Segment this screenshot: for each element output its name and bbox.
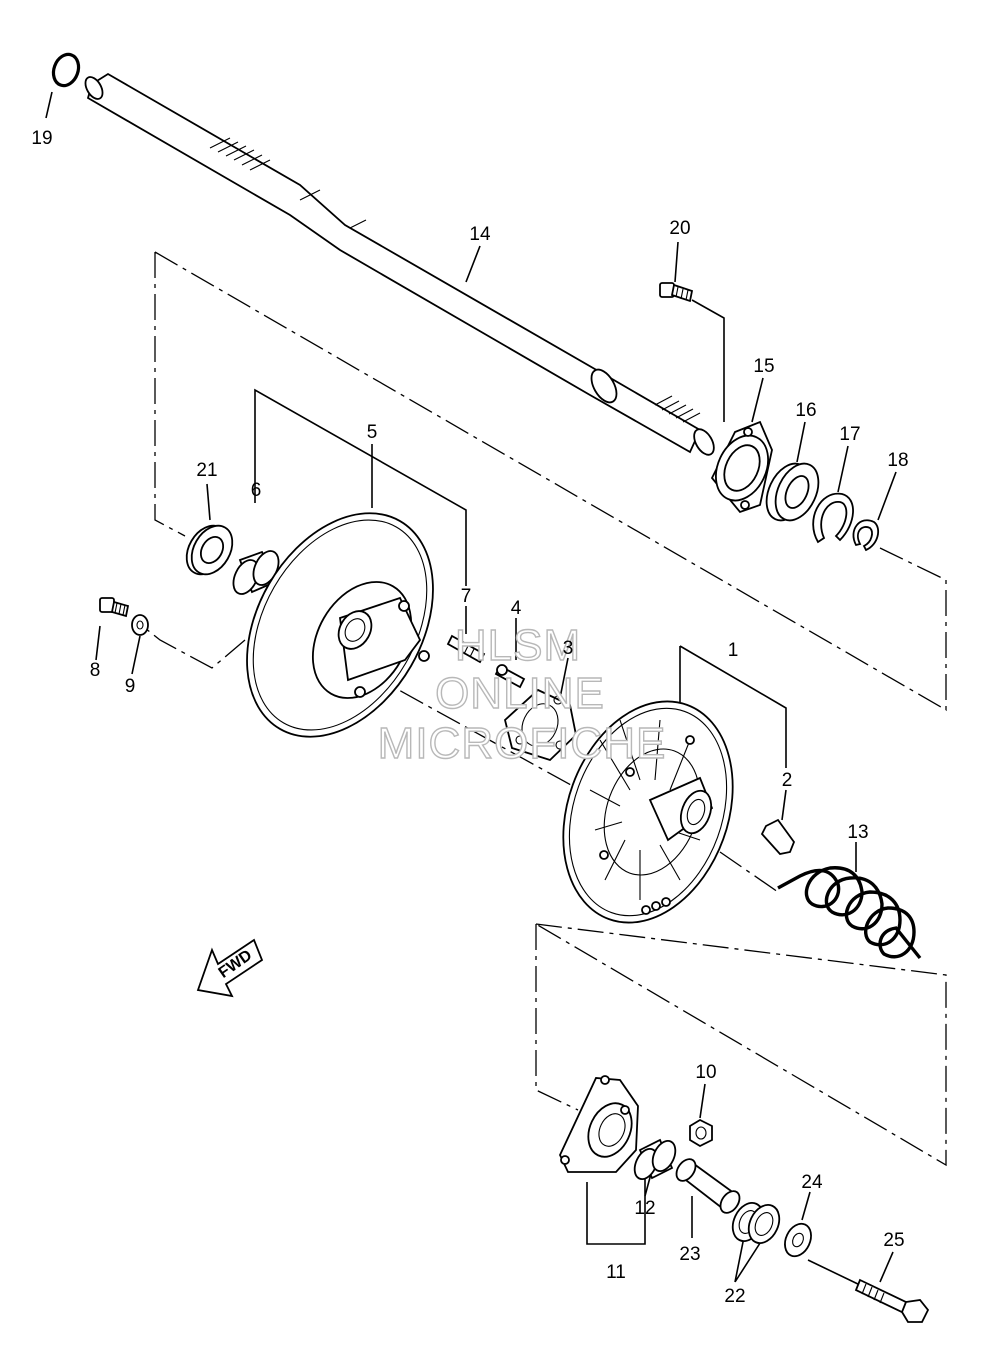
collar-part-23 [675, 1158, 741, 1214]
fixed-sheave-part-5 [246, 512, 434, 738]
pin-part-4 [494, 664, 526, 689]
callout-14: 14 [469, 224, 491, 245]
bolt-part-25 [854, 1278, 930, 1323]
callout-25: 25 [883, 1230, 904, 1251]
flange-part-15 [710, 420, 773, 514]
gasket-part-3 [503, 688, 577, 762]
nut-part-10 [689, 1118, 713, 1148]
callout-10: 10 [695, 1062, 716, 1083]
bolt-part-8 [99, 597, 130, 618]
leader-lines [45, 91, 897, 1286]
callout-labels: 1 2 3 4 5 6 7 8 9 10 11 12 13 14 15 16 1… [31, 128, 908, 1307]
slider-part-2 [760, 818, 796, 855]
bolt-part-20 [659, 282, 694, 303]
callout-9: 9 [125, 676, 136, 697]
callout-7: 7 [461, 586, 472, 607]
callout-16: 16 [795, 400, 816, 421]
callout-6: 6 [251, 480, 262, 501]
washer-part-9 [131, 614, 149, 636]
bearing-part-16 [765, 462, 820, 522]
callout-12: 12 [634, 1198, 655, 1219]
callout-11: 11 [606, 1262, 626, 1283]
callout-21: 21 [196, 460, 217, 481]
callout-20: 20 [669, 218, 690, 239]
bushing-part-12 [633, 1138, 677, 1181]
spring-part-13 [777, 866, 922, 960]
circlip-part-18 [852, 519, 880, 552]
callout-3: 3 [563, 638, 574, 659]
watermark: HLSM ONLINE MICROFICHE [377, 620, 667, 768]
callout-22: 22 [724, 1286, 745, 1307]
forward-direction-arrow: FWD [196, 938, 264, 998]
movable-sheave-part-1 [562, 700, 734, 924]
callout-8: 8 [90, 660, 101, 681]
bushing-part-6 [232, 550, 280, 595]
callout-18: 18 [887, 450, 908, 471]
callout-1: 1 [728, 640, 739, 661]
callout-15: 15 [753, 356, 774, 377]
snap-ring-part-17 [812, 492, 854, 544]
o-ring-part-19 [51, 52, 81, 88]
callout-19: 19 [31, 128, 52, 149]
callout-23: 23 [679, 1244, 700, 1265]
watermark-line-1: HLSM [455, 621, 581, 670]
callout-4: 4 [511, 598, 522, 619]
callout-2: 2 [782, 770, 793, 791]
watermark-line-3: MICROFICHE [378, 719, 667, 768]
pin-part-7 [446, 634, 486, 664]
callout-13: 13 [847, 822, 868, 843]
shaft-part-14 [84, 72, 715, 456]
spacers-part-22 [731, 1202, 781, 1244]
callout-24: 24 [801, 1172, 823, 1193]
washer-part-24 [784, 1222, 812, 1258]
bearing-housing-part-11 [559, 1075, 639, 1173]
callout-5: 5 [367, 422, 378, 443]
callout-17: 17 [839, 424, 860, 445]
watermark-line-2: ONLINE [435, 669, 605, 718]
washer-part-21 [185, 524, 234, 576]
